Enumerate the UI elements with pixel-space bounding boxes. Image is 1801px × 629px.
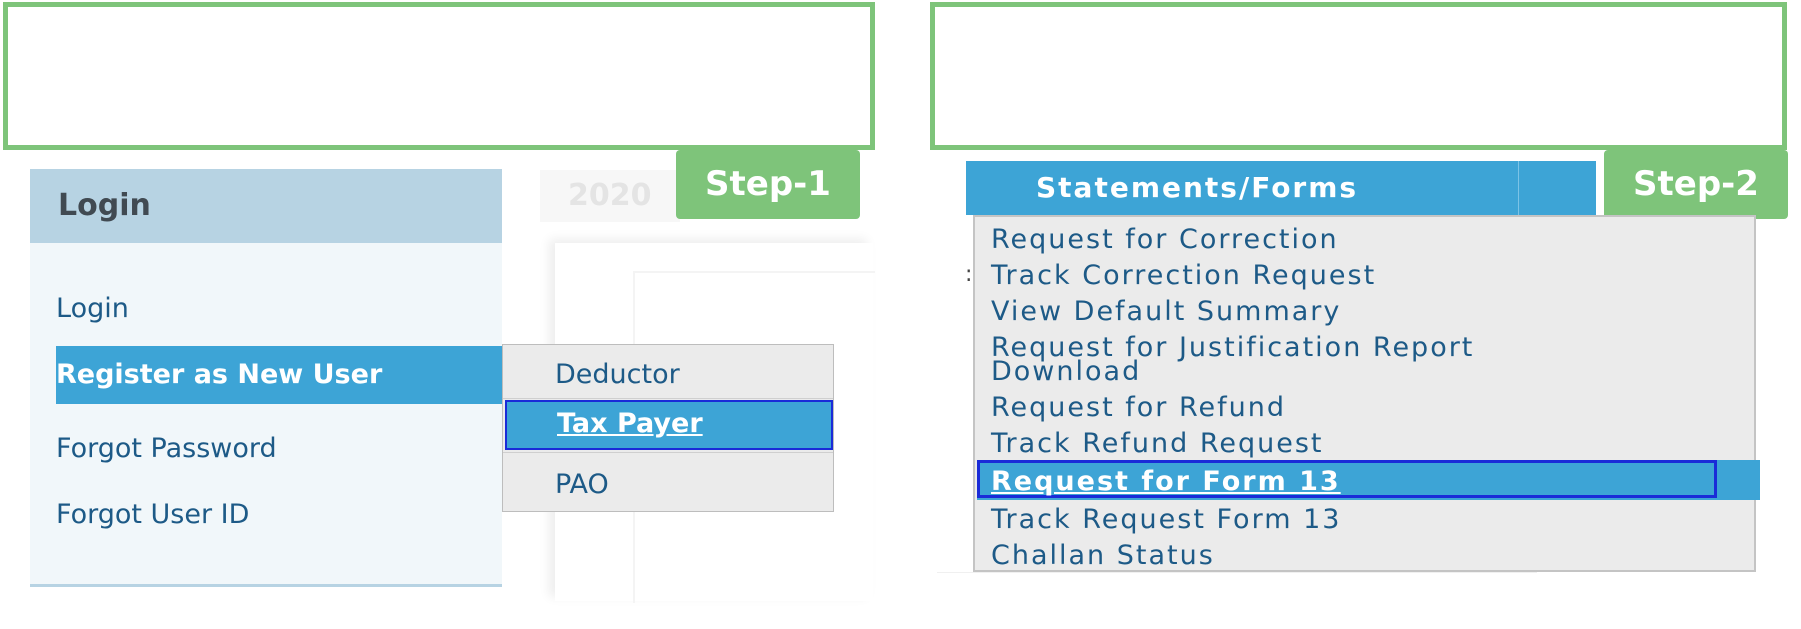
submenu-item-tax-payer[interactable]: Tax Payer xyxy=(505,400,833,450)
faded-year-label: 2020 xyxy=(540,170,680,222)
login-panel-title: Login xyxy=(30,169,502,243)
menu-item-request-form-13[interactable]: Request for Form 13 xyxy=(977,460,1760,500)
menu-item-request-form-13-label: Request for Form 13 xyxy=(991,466,1341,497)
selection-highlight-border xyxy=(977,460,1717,498)
menu-item-request-correction[interactable]: Request for Correction xyxy=(991,224,1339,255)
login-link[interactable]: Login xyxy=(56,293,129,324)
menu-item-request-refund[interactable]: Request for Refund xyxy=(991,392,1286,423)
menu-tab-divider xyxy=(1518,161,1519,215)
statements-forms-dropdown: Request for Correction Track Correction … xyxy=(973,215,1760,572)
menu-item-track-request-form-13[interactable]: Track Request Form 13 xyxy=(991,504,1342,535)
step-1-badge: Step-1 xyxy=(676,150,860,219)
forgot-user-id-link[interactable]: Forgot User ID xyxy=(56,499,250,530)
menu-item-view-default-summary[interactable]: View Default Summary xyxy=(991,296,1342,327)
menu-item-justification-report-download-line2[interactable]: Download xyxy=(991,356,1142,387)
step-2-badge: Step-2 xyxy=(1604,150,1788,219)
background-colon: : xyxy=(965,262,973,287)
submenu-item-deductor[interactable]: Deductor xyxy=(555,359,680,390)
login-panel: Login Login Register as New User Forgot … xyxy=(30,169,502,587)
submenu-divider xyxy=(503,398,833,399)
register-submenu: Deductor Tax Payer PAO xyxy=(502,344,834,512)
menu-item-track-correction-request[interactable]: Track Correction Request xyxy=(991,260,1377,291)
banner-box-left xyxy=(3,2,875,150)
menu-item-challan-status[interactable]: Challan Status xyxy=(991,540,1215,571)
submenu-divider xyxy=(503,452,833,453)
statements-forms-menu-tab[interactable]: Statements/Forms xyxy=(966,161,1596,215)
menu-item-justification-report-download[interactable]: Request for Justification Report xyxy=(991,332,1475,363)
submenu-item-pao[interactable]: PAO xyxy=(555,469,609,500)
forgot-password-link[interactable]: Forgot Password xyxy=(56,433,277,464)
banner-box-right xyxy=(930,2,1787,150)
background-fade-strip xyxy=(937,572,1537,603)
register-new-user-link[interactable]: Register as New User xyxy=(56,346,502,404)
menu-item-track-refund-request[interactable]: Track Refund Request xyxy=(991,428,1324,459)
menu-tab-label: Statements/Forms xyxy=(1036,171,1359,204)
